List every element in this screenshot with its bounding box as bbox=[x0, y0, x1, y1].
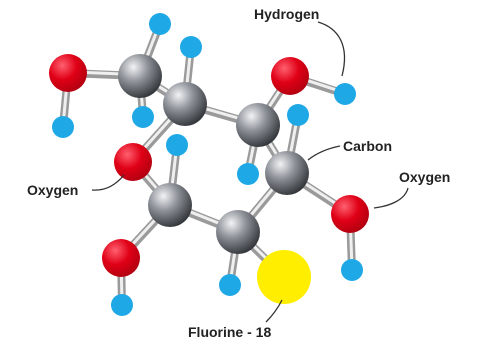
hydrogen-atom-h7 bbox=[237, 163, 259, 185]
oxygen-left-leader-line bbox=[91, 174, 125, 191]
carbon-atom-c5 bbox=[216, 210, 260, 254]
hydrogen-atom-h11 bbox=[219, 274, 241, 296]
carbon-atom-c4 bbox=[265, 151, 309, 195]
oxygen-atom-o4 bbox=[331, 195, 369, 233]
hydrogen-atom-h2 bbox=[180, 36, 202, 58]
hydrogen-atom-h10 bbox=[111, 294, 133, 316]
hydrogen-atom-h6 bbox=[287, 104, 309, 126]
fluorine-18-label: Fluorine - 18 bbox=[188, 324, 271, 340]
hydrogen-atom-h8 bbox=[166, 134, 188, 156]
fluorine-atom-f1 bbox=[257, 250, 311, 304]
carbon-label: Carbon bbox=[343, 138, 392, 154]
atoms-layer bbox=[49, 13, 369, 316]
hydrogen-atom-h1 bbox=[149, 13, 171, 35]
hydrogen-leader-line bbox=[317, 21, 346, 77]
hydrogen-atom-h9 bbox=[341, 259, 363, 281]
oxygen-right-leader-line bbox=[373, 187, 409, 209]
carbon-atom-c1 bbox=[118, 54, 162, 98]
hydrogen-atom-h3 bbox=[52, 116, 74, 138]
carbon-leader-line bbox=[307, 145, 341, 161]
oxygen-atom-o5 bbox=[102, 239, 140, 277]
carbon-atom-c6 bbox=[148, 183, 192, 227]
hydrogen-atom-h4 bbox=[132, 106, 154, 128]
hydrogen-atom-h5 bbox=[334, 83, 356, 105]
hydrogen-label: Hydrogen bbox=[254, 6, 319, 22]
oxygen-atom-o1 bbox=[49, 54, 87, 92]
oxygen-left-label: Oxygen bbox=[27, 182, 78, 198]
oxygen-right-label: Oxygen bbox=[399, 169, 450, 185]
oxygen-atom-o3 bbox=[114, 143, 152, 181]
carbon-atom-c3 bbox=[236, 103, 280, 147]
carbon-atom-c2 bbox=[163, 82, 207, 126]
fluorine-leader-line bbox=[265, 299, 283, 323]
oxygen-atom-o2 bbox=[271, 57, 309, 95]
